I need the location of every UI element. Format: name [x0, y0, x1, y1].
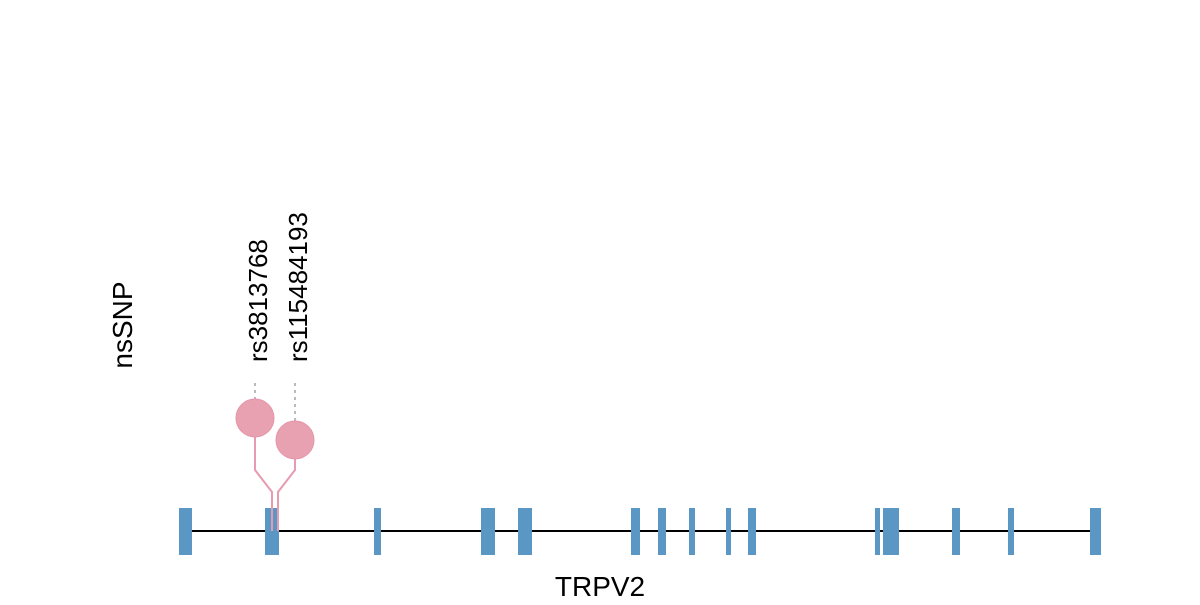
- exon-11: [875, 508, 880, 555]
- exon-8: [689, 508, 695, 555]
- exon-13: [952, 508, 960, 555]
- exon-7: [658, 508, 666, 555]
- exons: [179, 508, 1101, 555]
- snp-stem: [254, 418, 273, 531]
- snps: rs3813768 rs115484193: [235, 212, 315, 531]
- exon-14: [1008, 508, 1014, 555]
- exon-15: [1090, 508, 1101, 555]
- gene-label: TRPV2: [555, 571, 645, 600]
- snp-label: rs3813768: [243, 239, 273, 362]
- snp-rs115484193[interactable]: rs115484193: [275, 212, 315, 531]
- snp-head[interactable]: [235, 398, 275, 438]
- exon-5: [518, 508, 532, 555]
- exon-3: [374, 508, 381, 555]
- exon-10: [748, 508, 756, 555]
- exon-1: [179, 508, 192, 555]
- exon-6: [631, 508, 640, 555]
- exon-9: [726, 508, 731, 555]
- exon-2: [265, 508, 279, 555]
- snp-rs3813768[interactable]: rs3813768: [235, 239, 275, 531]
- snp-head[interactable]: [275, 420, 315, 460]
- snp-label: rs115484193: [283, 212, 313, 362]
- track-label: nsSNP: [107, 281, 138, 368]
- exon-12: [883, 508, 899, 555]
- exon-4: [481, 508, 495, 555]
